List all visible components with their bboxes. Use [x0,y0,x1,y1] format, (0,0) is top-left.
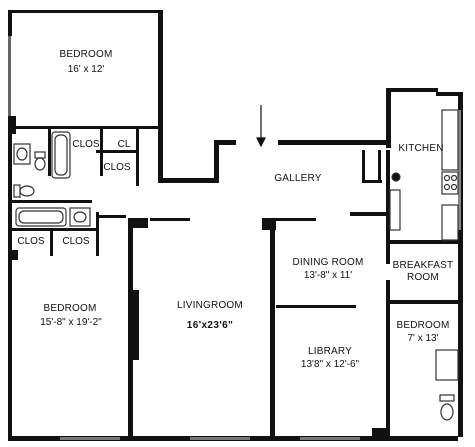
closet-label: CL [117,139,131,150]
closet-label: CLOS [62,236,90,247]
breakfast-room-line2: ROOM [407,272,439,283]
closet-label: CLOS [103,162,131,173]
fixtures [13,109,459,421]
kitchen-name: KITCHEN [398,143,444,154]
library-dims: 13'8" x 12'-6" [300,359,360,370]
gallery-name: GALLERY [274,173,322,184]
toilet-icon [439,394,455,421]
library-name: LIBRARY [307,346,352,357]
closet-label: CLOS [17,236,45,247]
toilet-icon [13,184,35,198]
bedroom-top-dims: 16' x 12' [67,64,105,75]
stove-icon [441,171,459,195]
bedroom-left-name: BEDROOM [43,303,97,314]
sink-icon [69,207,91,227]
closet-label: CLOS [72,139,100,150]
living-room-name: LIVINGROOM [177,300,243,311]
breakfast-room-line1: BREAKFAST [392,260,454,271]
bedroom-top-name: BEDROOM [59,49,113,60]
bedroom-left-dims: 15'-8" x 19'-2" [40,317,102,328]
dining-room-name: DINING ROOM [292,257,364,268]
entry-arrow-icon [256,105,266,148]
bedroom-small-name: BEDROOM [396,320,450,331]
refrigerator-icon [441,109,459,171]
bathtub-icon [15,207,67,227]
dining-room-dims: 13'-8" x 11' [303,270,353,281]
living-room-dims: 16'x23'6" [186,320,234,331]
toilet-icon [34,151,46,171]
bedroom-small-dims: 7' x 13' [407,333,439,344]
sink-icon [13,143,31,165]
bathtub-icon [51,131,71,179]
walls [8,10,463,441]
